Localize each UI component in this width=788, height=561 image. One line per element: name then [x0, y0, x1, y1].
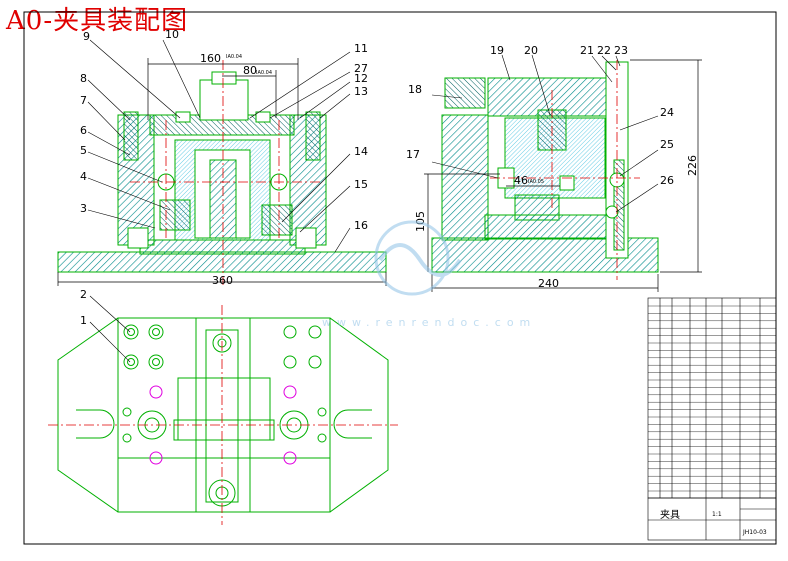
balloon-17: 17	[406, 148, 420, 161]
balloon-26: 26	[660, 174, 674, 187]
side-dimensions	[424, 59, 702, 292]
balloon-27: 27	[354, 62, 368, 75]
front-view	[57, 71, 387, 273]
balloon-10: 10	[165, 28, 179, 41]
balloon-3: 3	[80, 202, 87, 215]
watermark: www.renrendoc.com	[322, 220, 536, 329]
sheet-border	[23, 11, 777, 545]
title-block-drawing-no: JH10-03	[742, 529, 767, 536]
dim-80-tolerance: IA0.04	[256, 70, 272, 76]
balloon-15: 15	[354, 178, 368, 191]
front-balloons: 9 10 11 27 12 13 8 7 6 5 4 3 14 15 16	[80, 28, 368, 232]
balloon-4: 4	[80, 170, 87, 183]
side-view	[431, 61, 659, 273]
dim-160: 160	[200, 52, 221, 65]
balloon-19: 19	[490, 44, 504, 57]
balloon-14: 14	[354, 145, 368, 158]
dim-160-tolerance: IA0.04	[226, 54, 242, 60]
balloon-12: 12	[354, 72, 368, 85]
balloon-21: 21	[580, 44, 594, 57]
side-balloons: 18 17 19 20 21 22 23 24 25 26	[406, 44, 674, 187]
balloon-5: 5	[80, 144, 87, 157]
side-leaders	[431, 54, 659, 213]
balloon-13: 13	[354, 85, 368, 98]
balloon-8: 8	[80, 72, 87, 85]
balloon-2: 2	[80, 288, 87, 301]
balloon-7: 7	[80, 94, 87, 107]
title-block-scale: 1:1	[712, 511, 722, 518]
top-view	[57, 317, 389, 513]
balloon-18: 18	[408, 83, 422, 96]
dim-46-tolerance: IA0.05	[528, 179, 544, 185]
title-block	[647, 497, 777, 541]
top-view-magenta-holes	[149, 385, 297, 465]
dim-360: 360	[212, 274, 233, 287]
balloon-16: 16	[354, 219, 368, 232]
balloon-11: 11	[354, 42, 368, 55]
balloon-24: 24	[660, 106, 674, 119]
balloon-22: 22	[597, 44, 611, 57]
title-block-name: 夹具	[660, 508, 680, 521]
front-dimensions	[57, 58, 387, 286]
balloon-6: 6	[80, 124, 87, 137]
watermark-site: www.renrendoc.com	[322, 316, 536, 329]
dim-226: 226	[686, 155, 699, 176]
balloon-9: 9	[83, 30, 90, 43]
balloon-20: 20	[524, 44, 538, 57]
top-leaders	[89, 295, 131, 363]
bom-table	[647, 297, 777, 499]
front-leaders	[87, 39, 351, 253]
dim-240: 240	[538, 277, 559, 290]
balloon-23: 23	[614, 44, 628, 57]
top-centerlines	[48, 305, 398, 525]
balloon-1: 1	[80, 314, 87, 327]
drawing-title: A0-夹具装配图	[6, 6, 189, 36]
bom-rows	[648, 305, 776, 492]
dim-80: 80	[243, 64, 257, 77]
side-centerlines	[490, 60, 640, 280]
balloon-25: 25	[660, 138, 674, 151]
dim-46: 46	[514, 174, 528, 187]
